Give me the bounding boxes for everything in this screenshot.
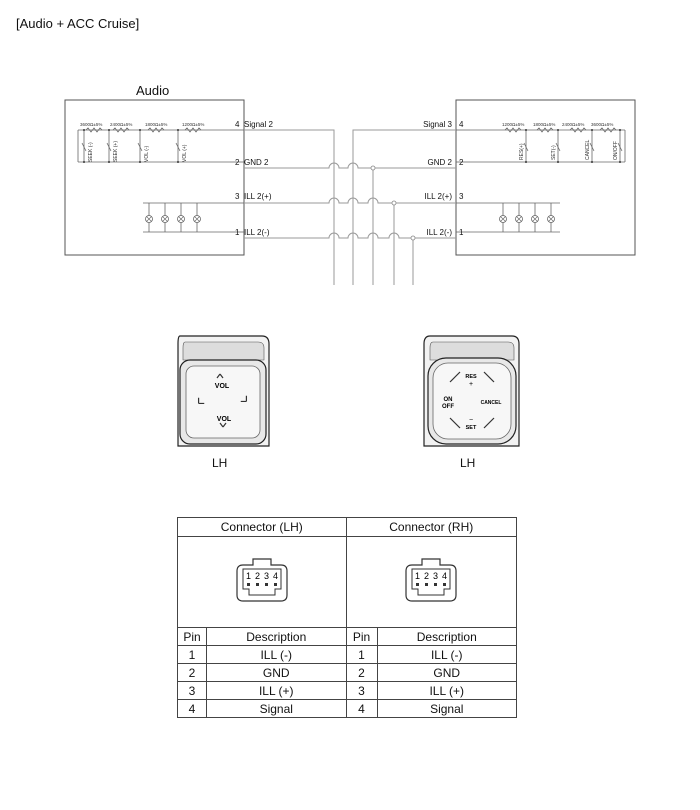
table-row: 1 ILL (-) 1 ILL (-) [177,645,517,664]
left-module-box [64,99,245,256]
left-resistor-label: 3600Ω±5% [80,122,102,127]
right-pin-number: 4 [459,120,464,129]
seek-up-arrow-icon [240,395,248,403]
pin-column-header: Pin [345,627,378,646]
pin-cell: 4 [345,699,378,718]
connector-pin-number: 1 [415,571,420,581]
right-pin-number: 3 [459,192,464,201]
right-pin-label: Signal 3 [423,120,452,129]
left-pin-label: ILL 2(-) [244,228,270,237]
audio-module-label: Audio [136,83,170,98]
pin-column-header: Pin [177,627,207,646]
connector-rh-image: 1 2 3 4 [345,536,517,628]
connector-table: Connector (LH) Connector (RH) 1 2 3 4 1 … [177,517,517,718]
left-pin-number: 1 [235,228,240,237]
description-column-header: Description [376,627,517,646]
connector-pin-number: 4 [442,571,447,581]
description-cell: ILL (+) [206,681,347,700]
on-label: ON [444,397,453,403]
connector-rh-icon: 1 2 3 4 [405,557,457,602]
res-label: RES [465,374,477,380]
left-pin-label: ILL 2(+) [244,192,272,201]
left-switch-caption: LH [212,456,228,470]
description-cell: ILL (+) [376,681,517,700]
wiring-diagram: 3600Ω±5% 2400Ω±5% 1800Ω±5% 1200Ω±5% SEEK… [64,99,636,285]
harness-wires [244,129,456,285]
connector-pin-number: 1 [246,571,251,581]
right-pin-number: 2 [459,158,464,167]
left-steering-switch: VOL VOL [177,335,270,447]
right-switch-label: SET(-) [551,145,557,160]
left-resistor-label: 1800Ω±5% [145,122,167,127]
pin-cell: 3 [177,681,207,700]
vol-down-label: VOL [217,416,232,423]
connector-pin-number: 2 [424,571,429,581]
res-sign: + [469,381,473,388]
left-switch-label: SEEK (-) [88,142,94,162]
pin-cell: 3 [345,681,378,700]
table-row: 2 GND 2 GND [177,663,517,682]
right-steering-switch: RES + ON OFF CANCEL − SET [423,335,520,447]
description-cell: ILL (-) [376,645,517,664]
right-resistor-label: 2400Ω±5% [562,122,584,127]
page-title: [Audio + ACC Cruise] [16,16,140,31]
description-cell: GND [206,663,347,682]
left-switch-label: VOL (-) [144,145,150,162]
right-pin-label: ILL 2(+) [425,192,453,201]
connector-lh-icon: 1 2 3 4 [236,557,288,602]
seek-down-arrow-icon [197,397,205,405]
off-label: OFF [442,404,454,410]
left-switch-label: SEEK (+) [113,141,119,162]
set-label: SET [466,425,477,431]
description-cell: Signal [376,699,517,718]
right-switch-circuit [456,127,626,233]
right-switch-caption: LH [460,456,476,470]
connector-rh-header: Connector (RH) [345,517,517,537]
connector-pin-number: 3 [433,571,438,581]
description-cell: ILL (-) [206,645,347,664]
right-resistor-label: 1200Ω±5% [502,122,524,127]
vol-up-label: VOL [215,383,230,390]
description-cell: GND [376,663,517,682]
set-sign: − [469,417,473,424]
left-pin-number: 2 [235,158,240,167]
right-switch-label: CANCEL [585,139,591,160]
connector-pin-number: 3 [264,571,269,581]
right-pin-label: GND 2 [428,158,453,167]
left-resistor-label: 1200Ω±5% [182,122,204,127]
right-switch-label: RES(+) [519,143,525,160]
right-pin-number: 1 [459,228,464,237]
pin-cell: 1 [345,645,378,664]
cancel-label: CANCEL [481,400,502,406]
right-pin-label: ILL 2(-) [427,228,453,237]
left-pin-number: 4 [235,120,240,129]
description-cell: Signal [206,699,347,718]
pin-cell: 2 [345,663,378,682]
pin-cell: 2 [177,663,207,682]
left-pin-number: 3 [235,192,240,201]
right-resistor-label: 3600Ω±5% [591,122,613,127]
connector-lh-header: Connector (LH) [177,517,347,537]
left-resistor-label: 2400Ω±5% [110,122,132,127]
connector-pin-number: 4 [273,571,278,581]
right-resistor-label: 1800Ω±5% [533,122,555,127]
left-pin-label: GND 2 [244,158,269,167]
connector-lh-image: 1 2 3 4 [177,536,347,628]
connector-pin-number: 2 [255,571,260,581]
left-switch-circuit [77,127,244,233]
right-module-box [455,99,636,256]
table-row: 4 Signal 4 Signal [177,699,517,718]
left-switch-label: VOL (+) [182,144,188,162]
table-row: 3 ILL (+) 3 ILL (+) [177,681,517,700]
description-column-header: Description [206,627,347,646]
pin-cell: 1 [177,645,207,664]
right-switch-label: ON/OFF [613,141,619,160]
pin-cell: 4 [177,699,207,718]
left-pin-label: Signal 2 [244,120,273,129]
